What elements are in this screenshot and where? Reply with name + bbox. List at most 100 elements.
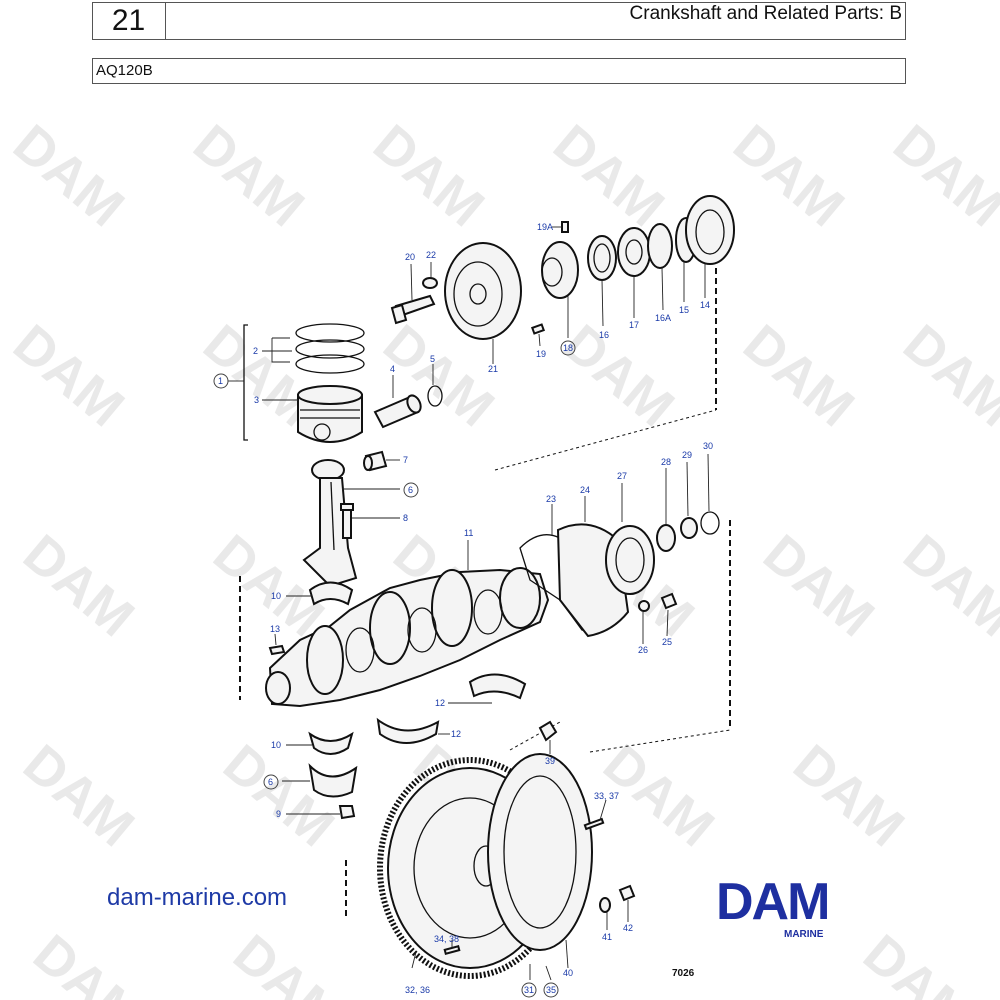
label-4: 4 [390, 364, 395, 374]
watermark: DAM [882, 113, 1000, 238]
bellhousing-washer [599, 897, 611, 913]
label-18: 18 [563, 343, 573, 353]
model-box [92, 58, 906, 84]
label-6: 6 [408, 485, 413, 495]
housing-screw [660, 592, 678, 610]
label-31: 31 [524, 985, 534, 995]
label-22: 22 [426, 250, 436, 260]
label-2: 2 [253, 346, 258, 356]
watermark: DAM [2, 313, 135, 438]
label-23: 23 [546, 494, 556, 504]
label-41: 41 [602, 932, 612, 942]
label-1: 1 [218, 376, 223, 386]
watermark: DAM [12, 523, 145, 648]
watermark: DAM [2, 113, 135, 238]
flywheel-dowel [443, 945, 461, 955]
main-bearing-upper [468, 673, 527, 700]
watermark: DAM [892, 313, 1000, 438]
watermark: DAM [222, 923, 355, 1000]
label-7: 7 [403, 455, 408, 465]
label-26: 26 [638, 645, 648, 655]
circlip [427, 385, 443, 407]
rod-bushing [363, 450, 388, 472]
crank-pulley [444, 242, 522, 340]
watermark: DAM [182, 113, 315, 238]
flywheel-pin [583, 817, 605, 831]
label-33-37: 33, 37 [594, 791, 619, 801]
bearing-shell-upper [308, 581, 354, 606]
watermark: DAM [782, 733, 915, 858]
flywheel-bolt [538, 720, 558, 742]
watermark: DAM [542, 113, 675, 238]
flywheel [377, 753, 593, 979]
label-14: 14 [700, 300, 710, 310]
label-12-b: 12 [451, 729, 461, 739]
bearing-cap [308, 763, 358, 798]
watermark: DAM [722, 113, 855, 238]
label-3: 3 [254, 395, 259, 405]
label-16A: 16A [655, 313, 671, 323]
label-24: 24 [580, 485, 590, 495]
main-bearing-lower [376, 717, 440, 744]
label-13: 13 [270, 624, 280, 634]
label-15: 15 [679, 305, 689, 315]
watermark: DAM [552, 313, 685, 438]
pulley-bolt [390, 294, 436, 325]
label-21: 21 [488, 364, 498, 374]
brand-subtitle: MARINE [784, 929, 824, 940]
bearing-shell-lower [308, 731, 354, 755]
label-30: 30 [703, 441, 713, 451]
label-10: 10 [271, 591, 281, 601]
watermark: DAM [852, 923, 985, 1000]
label-19: 19 [536, 349, 546, 359]
label-28: 28 [661, 457, 671, 467]
label-19A: 19A [537, 222, 553, 232]
label-42: 42 [623, 923, 633, 933]
header-box [92, 2, 906, 40]
label-9: 9 [276, 809, 281, 819]
dowel-pin [530, 323, 546, 335]
rod-bolt [340, 503, 354, 539]
front-seal [685, 195, 735, 265]
brand-logo: DAM [716, 873, 830, 931]
watermark: DAM [892, 523, 1000, 648]
label-40: 40 [563, 968, 573, 978]
label-11: 11 [464, 528, 473, 538]
spacer [647, 223, 673, 269]
timing-gear [617, 227, 651, 277]
label-27: 27 [617, 471, 627, 481]
figure-number: 7026 [672, 968, 695, 979]
label-32-36: 32, 36 [405, 985, 430, 995]
piston-pin [373, 394, 422, 429]
label-6-b: 6 [268, 777, 273, 787]
rod-nut [338, 805, 356, 820]
label-16: 16 [599, 330, 609, 340]
label-12: 12 [435, 698, 445, 708]
label-39: 39 [545, 756, 555, 766]
watermark: DAM [12, 733, 145, 858]
watermark: DAM [752, 523, 885, 648]
rear-oil-seal [605, 525, 655, 595]
part-labels: 1 2 3 4 5 6 7 8 10 11 13 12 12 10 6 9 20… [213, 222, 713, 998]
label-25: 25 [662, 637, 672, 647]
website-link[interactable]: dam-marine.com [107, 884, 288, 911]
key [268, 644, 286, 656]
label-34-38: 34, 38 [434, 934, 459, 944]
label-29: 29 [682, 450, 692, 460]
label-17: 17 [629, 320, 639, 330]
model-name: AQ120B [96, 62, 153, 79]
watermark: DAM [732, 313, 865, 438]
watermark: DAM [362, 113, 495, 238]
label-10-b: 10 [271, 740, 281, 750]
pilot-bearing [656, 524, 676, 552]
piston-rings [295, 323, 365, 374]
label-20: 20 [405, 252, 415, 262]
label-8: 8 [403, 513, 408, 523]
pulley-hub [541, 241, 579, 299]
crankshaft [265, 567, 550, 708]
bellhousing-bolt [618, 884, 636, 902]
seal-ring [587, 235, 617, 281]
label-5: 5 [430, 354, 435, 364]
page-number: 21 [92, 2, 166, 40]
